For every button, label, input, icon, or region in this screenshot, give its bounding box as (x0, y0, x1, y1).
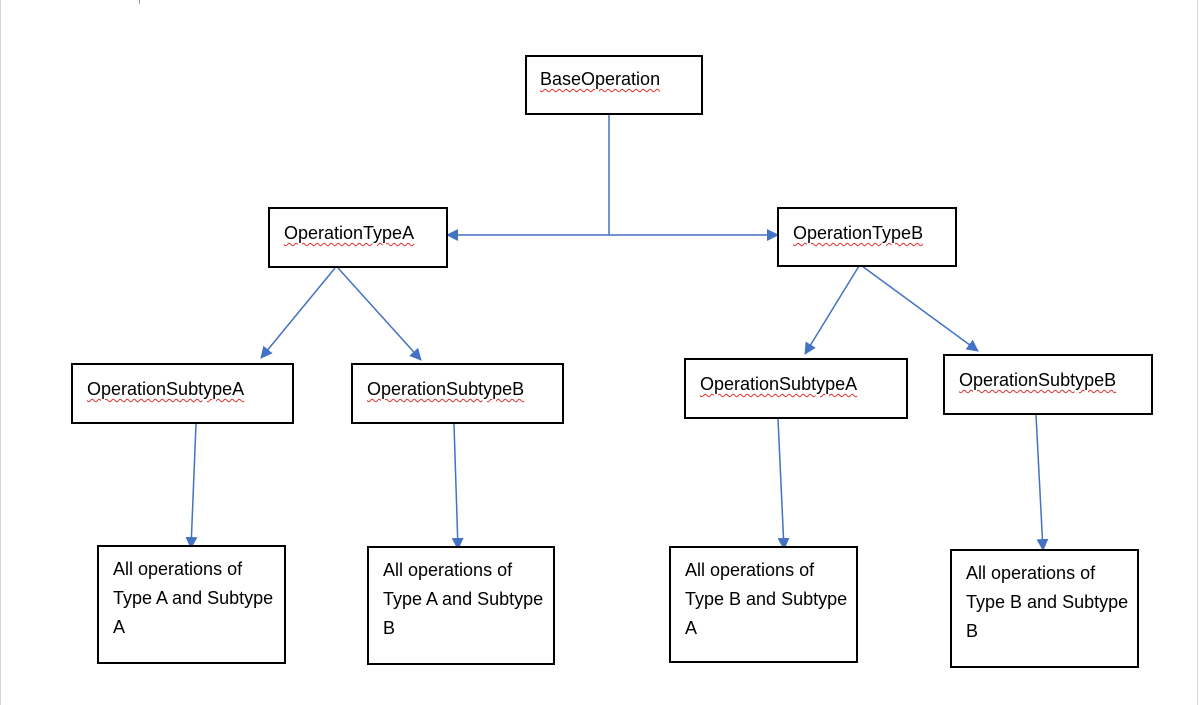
connector-a-subtype-b-to-leaf (451, 423, 464, 550)
type-b-subtype-a-node: OperationSubtypeA (684, 358, 908, 419)
margin-corner-mark (139, 0, 140, 4)
type-a-subtype-a-label: OperationSubtypeA (87, 379, 245, 399)
type-a-subtype-b-node: OperationSubtypeB (351, 363, 564, 424)
connector-type-b-to-subtype-a (804, 265, 860, 355)
connector-a-subtype-a-to-leaf (185, 423, 198, 549)
leaf-type-a-subtype-a: All operations of Type A and Subtype A (97, 545, 286, 664)
connector-type-a-to-subtype-b (337, 267, 422, 361)
connector-type-a-to-subtype-a (260, 267, 336, 359)
type-a-subtype-b-label: OperationSubtypeB (367, 379, 525, 399)
page-edge-left (0, 0, 1, 705)
type-b-label: OperationTypeB (793, 223, 924, 243)
type-b-subtype-b-label: OperationSubtypeB (959, 370, 1117, 390)
leaf-type-a-subtype-b-text: All operations of Type A and Subtype B (383, 560, 544, 638)
type-b-subtype-b-node: OperationSubtypeB (943, 354, 1153, 415)
leaf-type-b-subtype-a-text: All operations of Type B and Subtype A (685, 560, 848, 638)
leaf-type-a-subtype-b: All operations of Type A and Subtype B (367, 546, 555, 665)
connector-b-subtype-a-to-leaf (777, 418, 790, 550)
type-b-subtype-a-label: OperationSubtypeA (700, 374, 858, 394)
leaf-type-b-subtype-b-text: All operations of Type B and Subtype B (966, 563, 1129, 641)
connector-type-b-to-subtype-b (861, 265, 979, 352)
leaf-type-a-subtype-a-text: All operations of Type A and Subtype A (113, 559, 274, 637)
root-node: BaseOperation (525, 55, 703, 115)
type-a-label: OperationTypeA (284, 223, 415, 243)
connector-b-subtype-b-to-leaf (1035, 414, 1049, 551)
page-edge-right (1197, 0, 1198, 705)
type-b-node: OperationTypeB (777, 207, 957, 267)
type-a-subtype-a-node: OperationSubtypeA (71, 363, 294, 424)
type-a-node: OperationTypeA (268, 207, 448, 268)
leaf-type-b-subtype-b: All operations of Type B and Subtype B (950, 549, 1139, 668)
leaf-type-b-subtype-a: All operations of Type B and Subtype A (669, 546, 858, 663)
root-node-label: BaseOperation (540, 69, 661, 89)
